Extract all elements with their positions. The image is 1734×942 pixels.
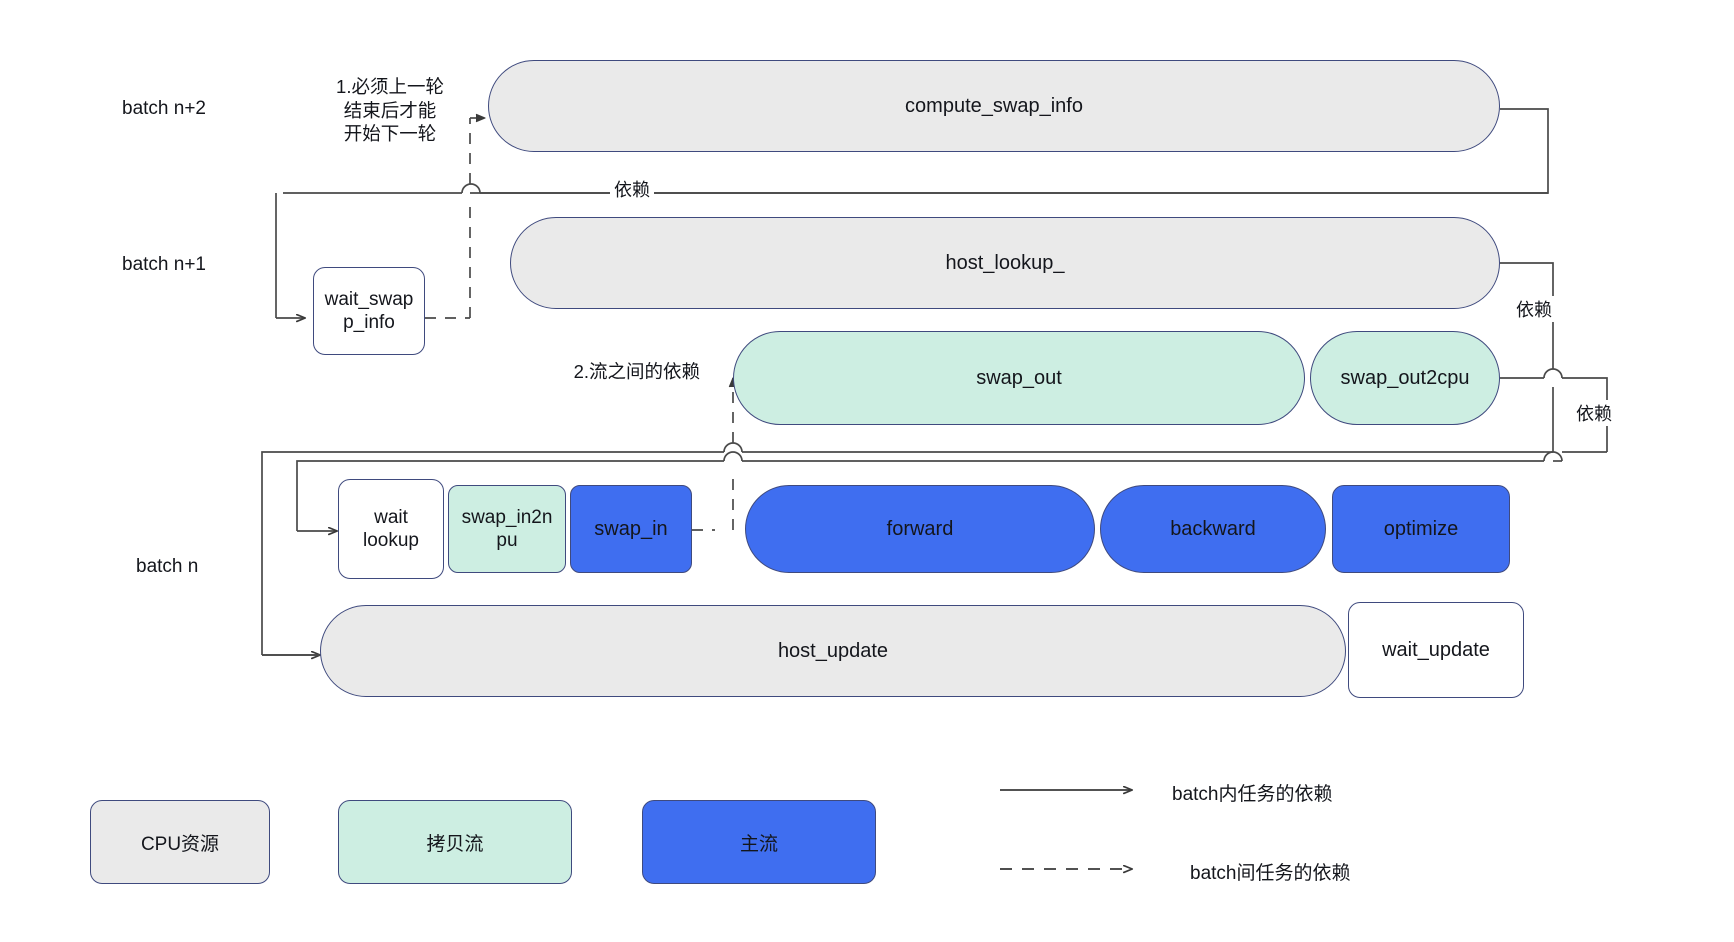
node-swap-out2cpu[interactable]: swap_out2cpu [1310,331,1500,425]
legend-label-inter-batch: batch间任务的依赖 [1190,863,1351,884]
legend-swatch-cpu: CPU资源 [90,800,270,884]
node-backward[interactable]: backward [1100,485,1326,573]
node-swap-in2npu[interactable]: swap_in2n pu [448,485,566,573]
legend-swatch-copy: 拷贝流 [338,800,572,884]
node-label: wait lookup [363,506,419,551]
node-label: host_update [777,639,889,662]
node-wait-update[interactable]: wait_update [1348,602,1524,698]
legend-label: CPU资源 [140,833,220,855]
annotation-prev-round: 1.必须上一轮 结束后才能 开始下一轮 [336,76,444,145]
annotation-stream-dependency: 2.流之间的依赖 [573,361,700,382]
node-wait-swap-info[interactable]: wait_swap p_info [313,267,425,355]
node-label: swap_out2cpu [1340,366,1470,389]
row-label-batch-n-plus-2: batch n+2 [122,98,206,119]
legend-label-intra-batch: batch内任务的依赖 [1172,784,1333,805]
node-label: backward [1170,517,1256,540]
legend-swatch-main: 主流 [642,800,876,884]
node-label: host_lookup_ [945,251,1065,274]
edge-label-dep-right-1: 依赖 [1512,296,1556,322]
node-forward[interactable]: forward [745,485,1095,573]
legend-label: 拷贝流 [426,833,484,855]
node-label: optimize [1383,517,1459,540]
row-label-batch-n: batch n [136,556,199,577]
node-compute-swap-info[interactable]: compute_swap_info [488,60,1500,152]
legend-label: 主流 [739,833,778,855]
row-label-batch-n-plus-1: batch n+1 [122,254,206,275]
node-swap-in[interactable]: swap_in [570,485,692,573]
node-swap-out[interactable]: swap_out [733,331,1305,425]
node-label: compute_swap_info [905,94,1083,117]
edge-label-dep-top: 依赖 [610,176,654,202]
node-optimize[interactable]: optimize [1332,485,1510,573]
node-wait-lookup[interactable]: wait lookup [338,479,444,579]
edge-label-dep-right-2: 依赖 [1572,400,1616,426]
node-host-lookup[interactable]: host_lookup_ [510,217,1500,309]
node-host-update[interactable]: host_update [320,605,1346,697]
node-label: swap_out [976,366,1062,389]
node-label: forward [886,517,954,540]
node-label: swap_in [594,517,668,540]
node-label: wait_swap p_info [324,288,414,333]
node-label: swap_in2n pu [461,506,553,551]
node-label: wait_update [1382,638,1490,661]
